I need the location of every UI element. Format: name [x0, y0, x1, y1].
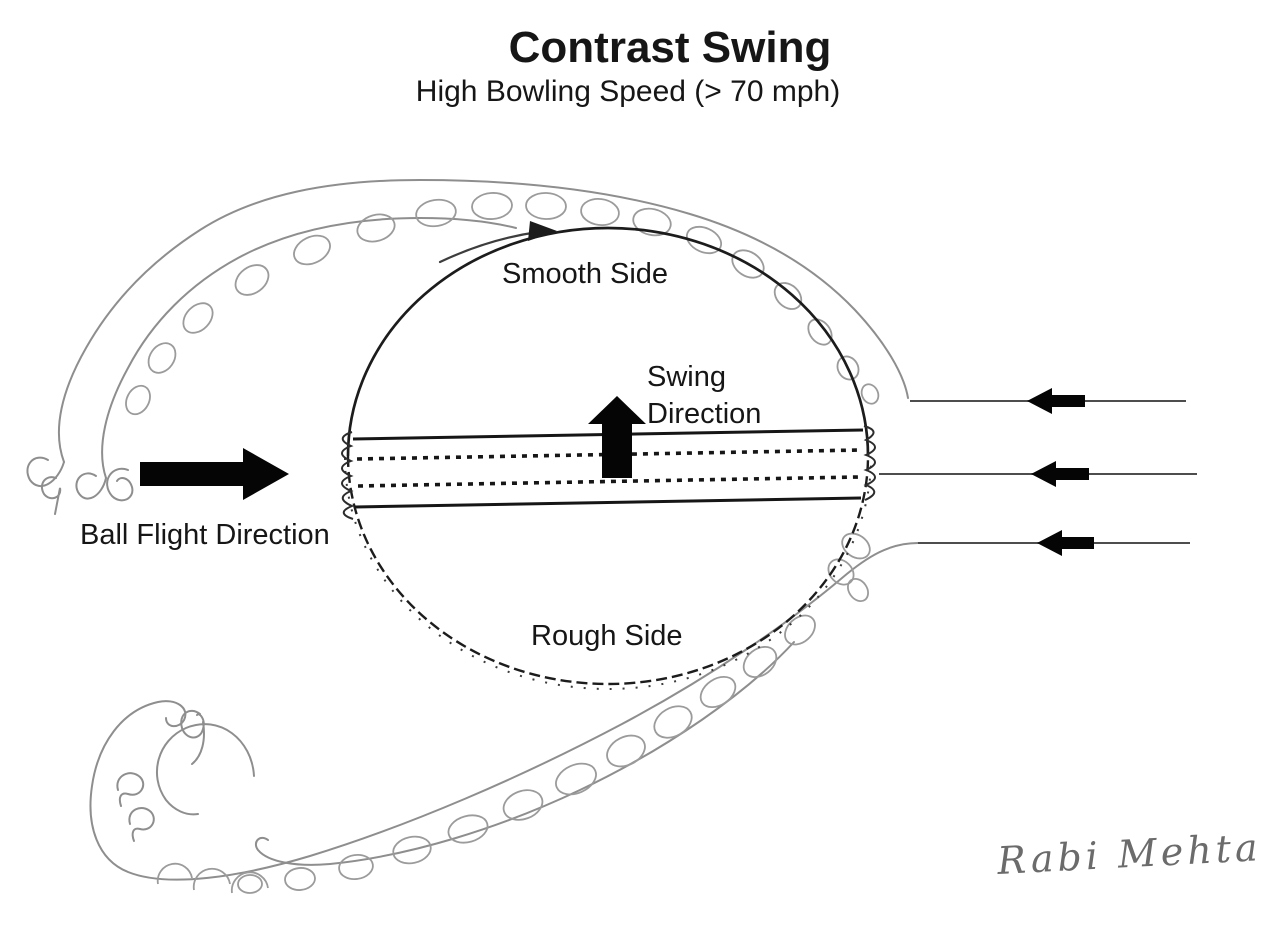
seam-stitch-row-2: [357, 475, 860, 488]
swing-direction-label-line1: Swing: [647, 361, 726, 393]
lower-wake-curl-arc: [156, 723, 255, 816]
lower-wake-humps: [156, 862, 269, 894]
lower-wake-outer-line: [89, 542, 919, 881]
upper-wake-end-curl-2: [40, 476, 62, 515]
lower-wake-curl-e-loop-2: [128, 807, 155, 842]
diagram-subtitle: High Bowling Speed (> 70 mph): [416, 75, 840, 108]
upper-wake-end-curl-4: [106, 467, 134, 502]
seam-stitch-row-1: [356, 448, 862, 461]
ball-smooth-half-outline: [346, 226, 870, 457]
flow-arrow-top-icon: [1027, 388, 1085, 414]
lower-wake-band: [89, 532, 919, 894]
separation-turbulence-cluster: [827, 532, 871, 603]
upper-wake-band: [26, 178, 909, 515]
rough-side-label: Rough Side: [531, 620, 683, 652]
lower-wake-vortex-loops: [237, 614, 816, 894]
flow-arrow-bottom-icon: [1037, 530, 1094, 556]
upper-wake-vortex-loops: [125, 192, 880, 416]
lower-wake-curl-d-loop: [180, 709, 205, 765]
ball-rough-half-ticks: [344, 457, 872, 690]
ball-top-flow-arrowhead-icon: [528, 221, 557, 241]
lower-wake-curl-e-loop-1: [116, 772, 145, 807]
seam-edge-scallops-left: [341, 431, 355, 520]
diagram-title: Contrast Swing: [509, 23, 832, 72]
flow-arrow-middle-icon: [1031, 461, 1089, 487]
ball-flight-arrow-icon: [140, 448, 289, 500]
upper-wake-inner-line: [101, 216, 517, 479]
swing-direction-arrow-icon: [588, 396, 646, 478]
upper-wake-end-curl-1: [26, 456, 65, 487]
seam-bottom-line: [354, 496, 862, 509]
ball-flight-direction-label: Ball Flight Direction: [80, 519, 330, 551]
incoming-flow-streamlines: [879, 388, 1197, 556]
upper-wake-end-curl-3: [75, 472, 107, 500]
cricket-ball: [344, 221, 872, 690]
lower-wake-inner-line: [254, 641, 795, 866]
author-signature: Rabi Mehta: [995, 825, 1262, 883]
ball-rough-half-outline: [346, 455, 870, 686]
upper-wake-outer-line: [58, 178, 909, 463]
smooth-side-label: Smooth Side: [502, 258, 668, 290]
swing-direction-label-line2: Direction: [647, 398, 761, 430]
seam-edge-scallops-right: [863, 425, 876, 501]
